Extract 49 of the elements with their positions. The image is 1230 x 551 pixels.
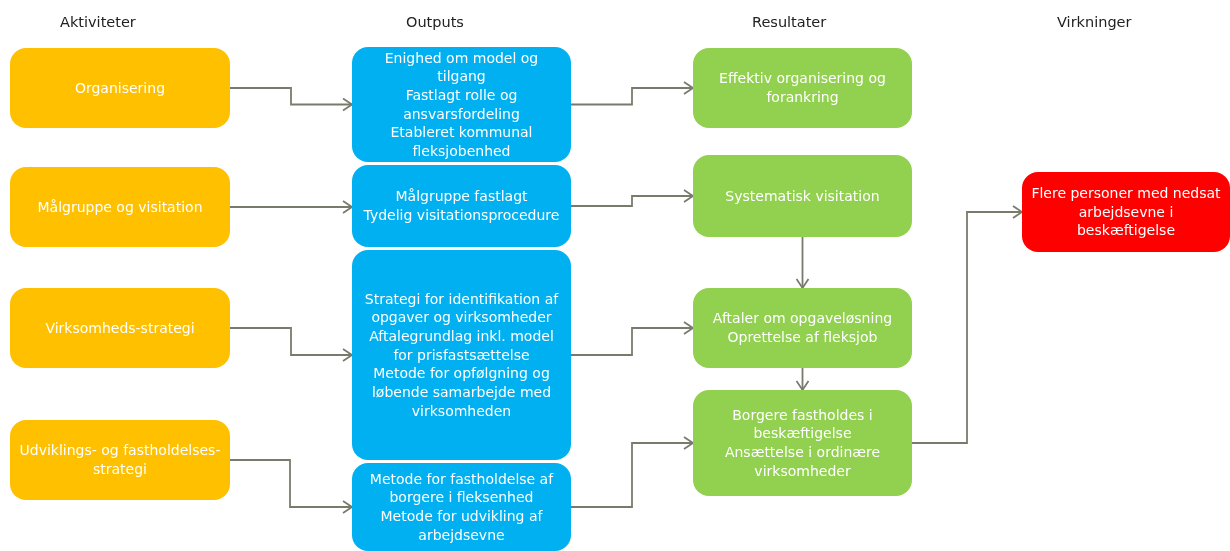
arrow bbox=[229, 87, 353, 112]
arrow bbox=[229, 459, 353, 514]
output-box bbox=[352, 47, 571, 162]
arrow bbox=[570, 436, 694, 508]
column-heading: Resultater bbox=[752, 14, 827, 30]
arrow bbox=[795, 236, 810, 289]
node-text: Fastlagt rolle og ansvarsfordeling bbox=[402, 85, 521, 124]
output-box bbox=[352, 463, 571, 551]
arrow bbox=[570, 81, 694, 106]
node-text: Aftalegrundlag inkl. model for prisfastsættelse bbox=[368, 327, 555, 365]
result-box bbox=[693, 155, 912, 237]
arrow bbox=[570, 189, 694, 207]
activity-box bbox=[10, 48, 230, 128]
node-text: Organisering bbox=[74, 78, 166, 98]
result-box bbox=[693, 48, 912, 128]
impact-box bbox=[1022, 172, 1230, 252]
node-text: Metode for fastholdelse af borgere i fleksenhed bbox=[368, 469, 555, 507]
node-text: Effektiv organisering og forankring bbox=[718, 69, 887, 107]
column-heading: Outputs bbox=[406, 14, 464, 30]
node-text: Metode for opfølgning og løbende samarbejde med virksomheden bbox=[370, 364, 553, 421]
node-text: Udviklings- og fastholdelses-strategi bbox=[18, 441, 222, 479]
node-text: Målgruppe fastlagt bbox=[395, 187, 528, 206]
node-text: Systematisk visitation bbox=[725, 186, 880, 206]
node-text: Enighed om model og tilgang bbox=[383, 48, 540, 86]
arrow bbox=[229, 327, 353, 362]
activity-box bbox=[10, 288, 230, 368]
node-text: Metode for udvikling af arbejdsevne bbox=[379, 507, 544, 545]
result-box bbox=[693, 390, 912, 496]
node-text: Borgere fastholdes i beskæftigelse bbox=[731, 405, 874, 443]
output-box bbox=[352, 250, 571, 460]
node-text: Tydelig visitationsprocedure bbox=[363, 206, 560, 225]
node-text: Ansættelse i ordinære virksomheder bbox=[723, 443, 882, 481]
node-text: Flere personer med nedsat arbejdsevne i beskæftigelse bbox=[1030, 184, 1222, 240]
arrow bbox=[795, 367, 810, 391]
activity-box bbox=[10, 167, 230, 247]
column-heading: Virkninger bbox=[1057, 14, 1132, 30]
arrow bbox=[911, 205, 1023, 444]
column-heading: Aktiviteter bbox=[60, 14, 136, 30]
arrow bbox=[229, 200, 353, 214]
node-text: Oprettelse af fleksjob bbox=[727, 328, 878, 347]
output-box bbox=[352, 165, 571, 247]
result-box bbox=[693, 288, 912, 368]
node-text: Virksomheds-strategi bbox=[45, 318, 195, 338]
node-text: Etableret kommunal fleksjobenhed bbox=[389, 123, 534, 161]
node-text: Aftaler om opgaveløsning bbox=[712, 309, 893, 328]
arrow bbox=[570, 321, 694, 356]
node-text: Målgruppe og visitation bbox=[37, 197, 203, 217]
node-text: Strategi for identifikation af opgaver og virksomheder bbox=[363, 289, 560, 328]
activity-box bbox=[10, 420, 230, 500]
